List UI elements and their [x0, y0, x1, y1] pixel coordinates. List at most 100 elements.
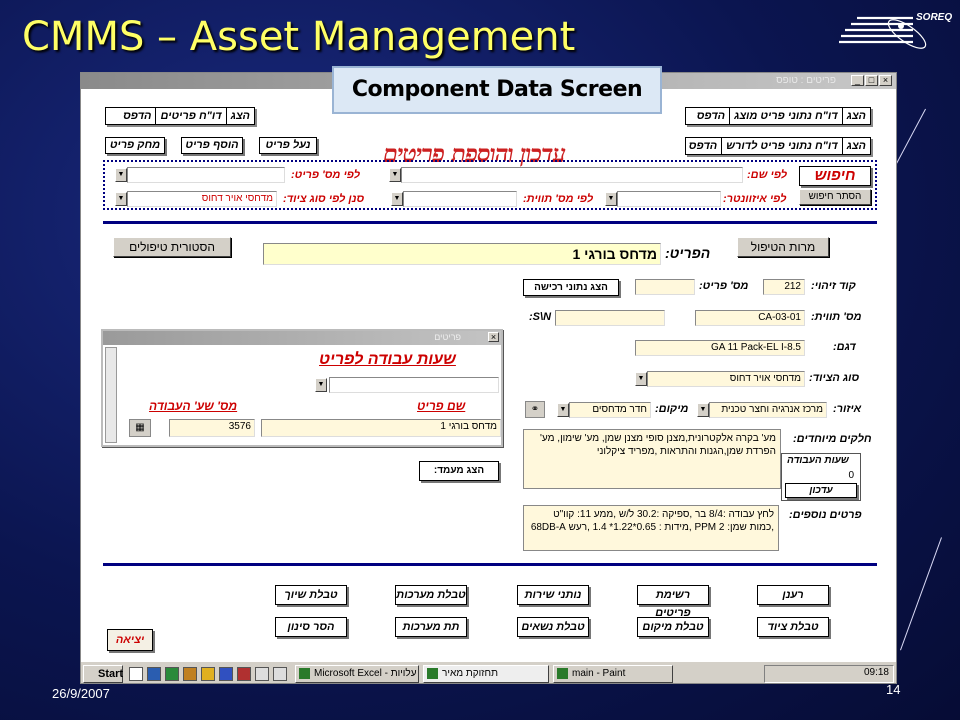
update-hours-button[interactable]: עדכון: [785, 483, 857, 498]
print-button[interactable]: הדפס: [688, 140, 718, 152]
taskbar-maintenance[interactable]: תחזוקת מאיר: [423, 665, 549, 683]
quick-launch-icon[interactable]: [237, 667, 251, 681]
items-list-button[interactable]: רשימת פריטים: [637, 585, 709, 619]
search-button[interactable]: חיפוש: [799, 166, 871, 186]
decorative-line: [900, 537, 942, 651]
item-no-field[interactable]: [635, 279, 695, 295]
id-code-field[interactable]: 212: [763, 279, 805, 295]
report-item-displayed[interactable]: דו"ח נתוני פריט מוצג: [729, 108, 842, 124]
location-field[interactable]: חדר מדחסים: [569, 402, 651, 418]
app-window: פריטים : טופס _ □ × הצג דו"ח נתוני פריט …: [80, 72, 897, 684]
report-items[interactable]: דו"ח פריטים: [155, 108, 225, 124]
item-no-label: מס' פריט:: [699, 280, 749, 292]
quick-launch-icon[interactable]: [255, 667, 269, 681]
search-by-item-no-label: לפי מס' פריט:: [291, 169, 361, 181]
extra-details-field[interactable]: לחץ עבודה :8/4 בר ,ספיקה :30.2 ל/ש ,ממע …: [523, 505, 779, 551]
special-parts-field[interactable]: מע' בקרה אלקטרונית,מצנן סופי מצנן שמן, מ…: [523, 429, 781, 489]
item-name-field[interactable]: מדחס בורגי 1: [263, 243, 661, 265]
remove-filter-button[interactable]: הסר סינון: [275, 617, 347, 637]
search-by-name-input[interactable]: [401, 167, 743, 183]
serial-number-field[interactable]: [555, 310, 665, 326]
chevron-down-icon[interactable]: ▼: [605, 192, 617, 206]
show-button[interactable]: הצג: [225, 108, 254, 124]
calculator-icon[interactable]: ▦: [129, 419, 151, 437]
assignment-table-button[interactable]: טבלת שיוך: [275, 585, 347, 605]
quick-launch-icon[interactable]: [219, 667, 233, 681]
quick-launch-icon[interactable]: [183, 667, 197, 681]
service-providers-button[interactable]: נותני שירות: [517, 585, 589, 605]
quick-launch-icon[interactable]: [147, 667, 161, 681]
exit-button[interactable]: יציאה: [107, 629, 153, 651]
chevron-down-icon[interactable]: ▼: [315, 378, 327, 392]
care-instructions-button[interactable]: מרות הטיפול: [737, 237, 829, 257]
start-button[interactable]: Start: [83, 665, 123, 683]
show-button[interactable]: הצג: [841, 138, 870, 154]
equipment-table-button[interactable]: טבלת ציוד: [757, 617, 829, 637]
binoculars-icon[interactable]: ⚭: [525, 401, 545, 418]
location-label: מיקום:: [655, 403, 689, 415]
show-button[interactable]: הצג: [841, 108, 870, 124]
tag-no-field[interactable]: CA-03-01: [695, 310, 805, 326]
maximize-button[interactable]: □: [865, 75, 878, 86]
chevron-down-icon[interactable]: ▼: [557, 403, 569, 417]
taskbar-excel[interactable]: Microsoft Excel - עלויות ...: [295, 665, 419, 683]
subform-work-hours-cell[interactable]: 3576: [169, 419, 255, 437]
lock-item-button[interactable]: נעל פריט: [259, 137, 317, 154]
work-hours-field[interactable]: 0: [785, 469, 857, 485]
close-button[interactable]: ×: [879, 75, 892, 86]
report-items-row[interactable]: הצג דו"ח פריטים הדפס: [105, 107, 255, 125]
report-requester-row[interactable]: הצג דו"ח נתוני פריט לדורש הדפס: [685, 137, 871, 155]
chevron-down-icon[interactable]: ▼: [391, 192, 403, 206]
filter-type-select[interactable]: מדחסי אויר דחוס: [127, 191, 277, 207]
systems-table-button[interactable]: טבלת מערכות: [395, 585, 467, 605]
work-hours-subform: פריטים × שעות עבודה לפריט ▼ שם פריט מס' …: [101, 329, 503, 447]
chevron-down-icon[interactable]: ▼: [389, 168, 401, 182]
scrollbar[interactable]: [105, 347, 117, 443]
report-display-row[interactable]: הצג דו"ח נתוני פריט מוצג הדפס: [685, 107, 871, 125]
hide-search-button[interactable]: הסתר חיפוש: [799, 189, 871, 205]
area-field[interactable]: מרכז אנרגיה וחצר טכנית: [709, 402, 827, 418]
print-button[interactable]: הדפס: [123, 110, 152, 122]
equipment-type-field[interactable]: מדחסי אויר דחוס: [647, 371, 805, 387]
soreq-logo-icon: [839, 16, 927, 49]
subform-item-name-cell[interactable]: מדחס בורגי 1: [261, 419, 501, 437]
sub-systems-button[interactable]: תת מערכות: [395, 617, 467, 637]
refresh-button[interactable]: רענן: [757, 585, 829, 605]
form-title: עדכון והוספת פריטים: [382, 139, 566, 168]
taskbar-paint[interactable]: main - Paint: [553, 665, 673, 683]
subform-window-title: פריטים: [434, 332, 461, 342]
chevron-down-icon[interactable]: ▼: [115, 168, 127, 182]
chevron-down-icon[interactable]: ▼: [635, 372, 647, 386]
show-status-button[interactable]: הצג מעמד:: [419, 461, 499, 481]
quick-launch-icon[interactable]: [129, 667, 143, 681]
add-item-button[interactable]: הוסף פריט: [181, 137, 243, 154]
extra-details-label: פרטים נוספים:: [789, 509, 862, 521]
report-item-requester[interactable]: דו"ח נתוני פריט לדורש: [721, 138, 841, 154]
carriers-table-button[interactable]: טבלת נשאים: [517, 617, 589, 637]
search-by-tag-label: לפי מס' תווית:: [523, 193, 594, 205]
model-label: דגם:: [833, 341, 856, 353]
quick-launch-icon[interactable]: [165, 667, 179, 681]
component-data-callout: Component Data Screen: [332, 66, 662, 114]
minimize-button[interactable]: _: [851, 75, 864, 86]
close-button[interactable]: ×: [488, 332, 499, 342]
search-by-tag-input[interactable]: [403, 191, 517, 207]
quick-launch-icon[interactable]: [273, 667, 287, 681]
filter-type-label: סנן לפי סוג ציוד:: [283, 193, 365, 205]
purchase-data-button[interactable]: הצג נתוני רכישה: [523, 279, 619, 296]
delete-item-button[interactable]: מחק פריט: [105, 137, 165, 154]
chevron-down-icon[interactable]: ▼: [115, 192, 127, 206]
subform-filter-input[interactable]: [329, 377, 499, 393]
search-by-item-no-input[interactable]: [127, 167, 285, 183]
quick-launch-icon[interactable]: [201, 667, 215, 681]
chevron-down-icon[interactable]: ▼: [697, 403, 709, 417]
location-table-button[interactable]: טבלת מיקום: [637, 617, 709, 637]
search-by-inventory-input[interactable]: [617, 191, 721, 207]
work-hours-label: שעות העבודה: [787, 455, 849, 466]
serial-number-label: S\N:: [529, 311, 552, 323]
id-code-label: קוד זיהוי:: [811, 280, 856, 292]
model-field[interactable]: GA 11 Pack-EL I-8.5: [635, 340, 805, 356]
print-button[interactable]: הדפס: [696, 110, 726, 122]
treatment-history-button[interactable]: הסטורית טיפולים: [113, 237, 231, 257]
slide-title: CMMS – Asset Management: [22, 14, 576, 60]
